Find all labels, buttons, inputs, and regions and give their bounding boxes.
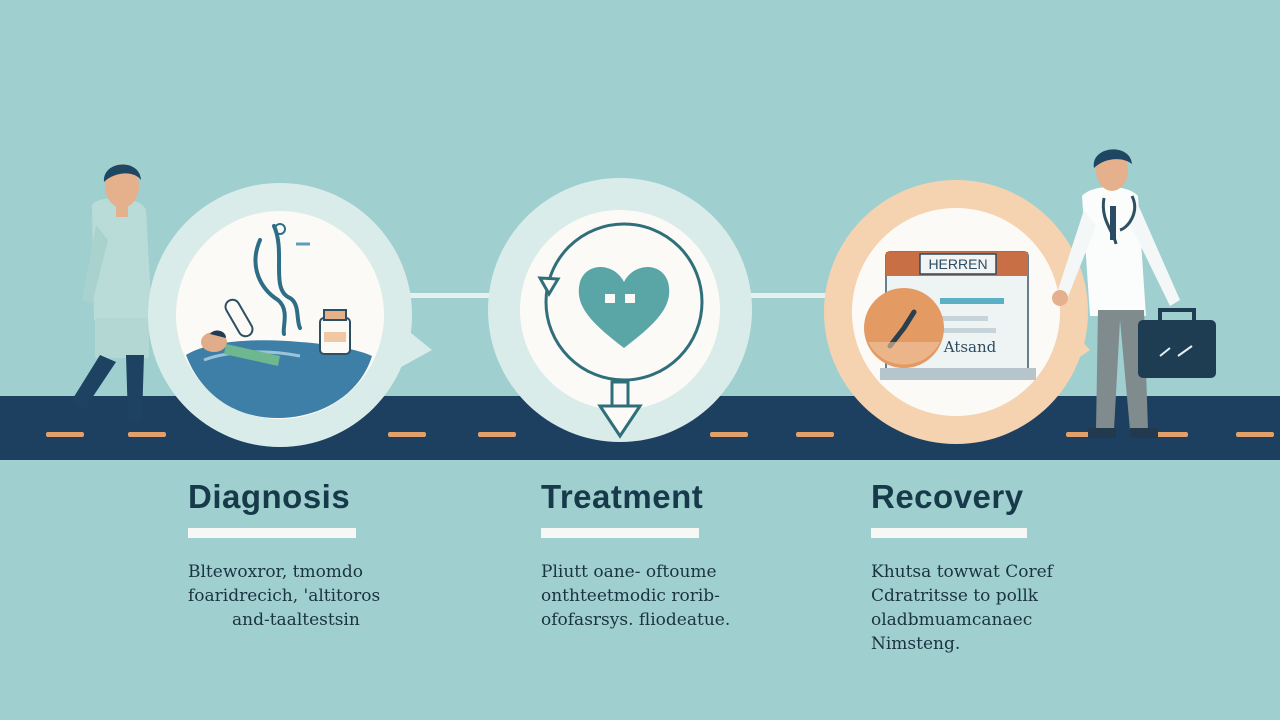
description-line: Nimsteng. [871,634,961,654]
stage-title-recovery: Recovery [871,478,1024,515]
doctor-with-briefcase-figure [1052,149,1216,438]
road-dash [1236,432,1274,437]
description-line: onthteetmodic rorib- [541,586,720,606]
treatment-circle [488,178,752,442]
road-dash [796,432,834,437]
stage-title-treatment: Treatment [541,478,704,515]
stage-underline [541,528,699,538]
stage-description-treatment: Pliutt oane- oftoume onthteetmodic rorib… [541,560,781,632]
cycle-arrow-icon [544,222,704,382]
connector-line [410,293,494,298]
stage-underline [871,528,1027,538]
medicine-jar-icon [319,309,351,355]
road-dash [710,432,748,437]
board-body-label: Atsand [943,338,997,356]
description-line: ofofasrsys. fliodeatue. [541,610,731,630]
stage-description-recovery: Khutsa towwat Coref Cdratritsse to pollk… [871,560,1111,656]
road-dash [1150,432,1188,437]
stage-title-diagnosis: Diagnosis [188,478,351,515]
description-line: Khutsa towwat Coref [871,562,1053,582]
road-dash [1066,432,1104,437]
description-line: Pliutt oane- oftoume [541,562,717,582]
stage-underline [188,528,356,538]
road-dash [128,432,166,437]
road-dash [46,432,84,437]
clock-icon [864,288,944,368]
description-line: Cdratritsse to pollk [871,586,1039,606]
description-line: and-taaltestsin [232,610,360,630]
description-line: foaridrecich, 'altitoros [188,586,381,606]
recovery-circle [824,180,1090,444]
diagnosis-circle [148,183,432,447]
stethoscope-icon [253,224,302,336]
briefcase-icon [1138,308,1216,378]
walking-doctor-figure [72,164,152,420]
board-header-label: HERREN [928,256,987,272]
connector-line [748,293,828,298]
description-line: Bltewoxror, tmomdo [188,562,364,582]
road-dash [478,432,516,437]
road-dash [388,432,426,437]
description-line: oladbmuamcanaec [871,610,1033,630]
pill-icon [224,298,254,338]
heart-icon [578,267,670,348]
journey-illustration: HERREN Atsand [72,149,1216,447]
stage-description-diagnosis: Bltewoxror, tmomdo foaridrecich, 'altito… [188,560,428,632]
down-arrow-icon [597,380,643,439]
